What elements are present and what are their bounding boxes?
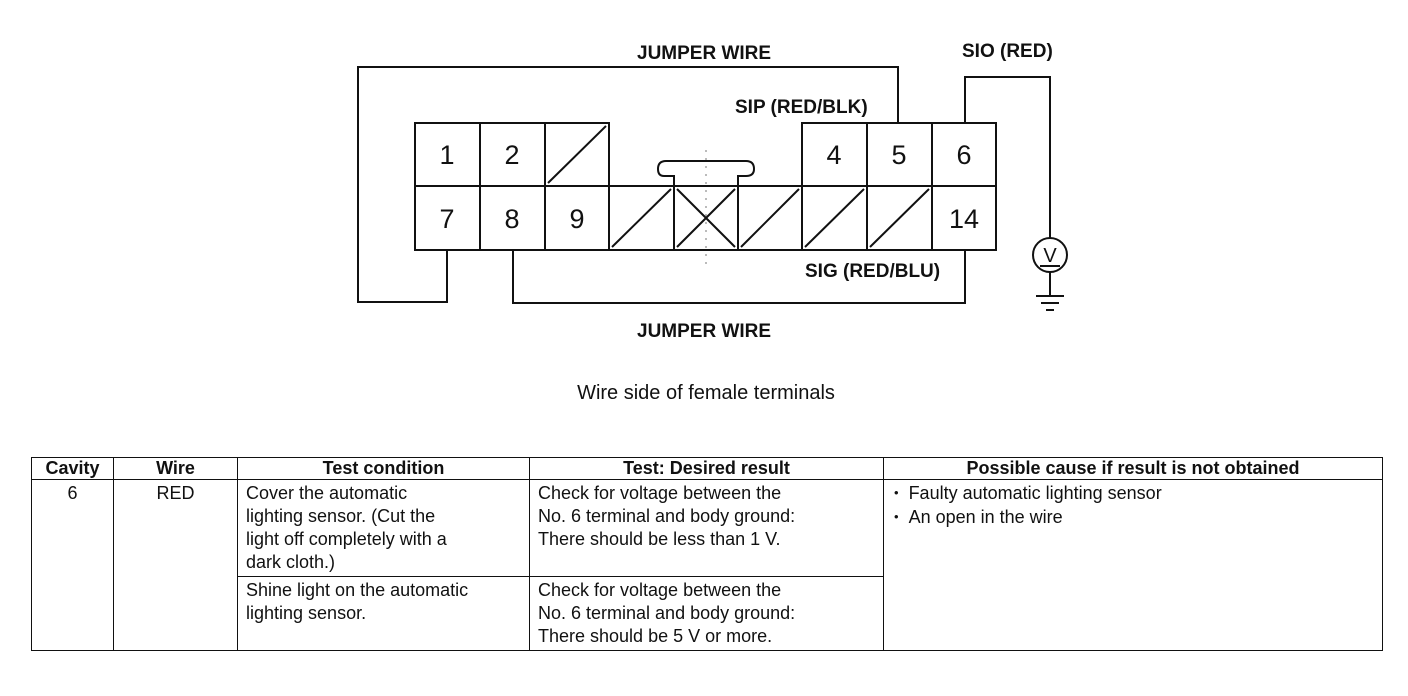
condition-line: dark cloth.) [246,552,336,572]
condition-line: light off completely with a [246,529,447,549]
terminal-9: 9 [569,204,584,234]
terminal-7: 7 [439,204,454,234]
result-cell: Check for voltage between the No. 6 term… [529,576,884,651]
jumper-wire-top-label: JUMPER WIRE [637,43,771,64]
connector-diagram: V 1 2 4 5 6 7 8 9 14 JUMPER WIRE SIO [357,41,1068,342]
test-table: Cavity Wire Test condition Test: Desired… [31,457,1383,651]
voltmeter-label: V [1043,245,1057,267]
table-header-row: Cavity Wire Test condition Test: Desired… [31,457,1383,480]
result-line: There should be less than 1 V. [538,529,781,549]
terminal-5: 5 [891,140,906,170]
list-item: Faulty automatic lighting sensor [892,482,1374,506]
cavity-cell: 6 [31,479,114,651]
header-wire: Wire [113,457,238,480]
condition-line: lighting sensor. [246,603,367,623]
terminal-6: 6 [956,140,971,170]
list-item: An open in the wire [892,506,1374,530]
sio-wire [964,76,1051,238]
voltmeter-icon [1032,237,1068,273]
jumper-wire-bottom [512,250,966,304]
header-desired-result: Test: Desired result [529,457,884,480]
cause-list: Faulty automatic lighting sensor An open… [892,482,1374,530]
terminal-14: 14 [949,204,979,234]
table-row: 6 RED Cover the automatic lighting senso… [31,479,1383,651]
condition-line: Cover the automatic [246,483,408,503]
table-row: Shine light on the automatic lighting se… [32,576,1383,651]
header-possible-cause: Possible cause if result is not obtained [883,457,1383,480]
condition-line: Shine light on the automatic [246,580,469,600]
result-line: Check for voltage between the [538,580,782,600]
ground-icon [1036,295,1064,311]
header-test-condition: Test condition [237,457,530,480]
diagram-caption: Wire side of female terminals [577,382,835,404]
result-line: Check for voltage between the [538,483,782,503]
terminal-2: 2 [504,140,519,170]
cause-cell: Faulty automatic lighting sensor An open… [883,479,1383,651]
condition-cell: Shine light on the automatic lighting se… [237,576,530,651]
condition-cell: Cover the automatic lighting sensor. (Cu… [237,479,530,577]
result-line: There should be 5 V or more. [538,626,773,646]
sig-label: SIG (RED/BLU) [805,261,940,282]
result-line: No. 6 terminal and body ground: [538,506,796,526]
wire-cell: RED [113,479,238,651]
terminal-4: 4 [826,140,841,170]
condition-line: lighting sensor. (Cut the [246,506,436,526]
sio-label: SIO (RED) [962,41,1053,62]
header-cavity: Cavity [31,457,114,480]
jumper-wire-top [357,66,899,303]
result-cell: Check for voltage between the No. 6 term… [529,479,884,577]
jumper-wire-bottom-label: JUMPER WIRE [637,321,771,342]
terminal-1: 1 [439,140,454,170]
sip-label: SIP (RED/BLK) [735,97,868,118]
result-line: No. 6 terminal and body ground: [538,603,796,623]
terminal-8: 8 [504,204,519,234]
